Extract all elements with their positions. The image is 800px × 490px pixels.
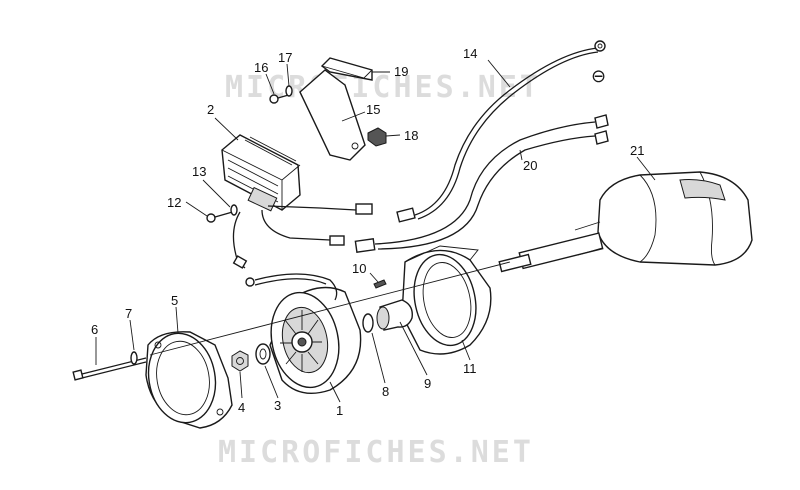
bracket-part [299, 69, 366, 161]
voltage-regulator-part [221, 134, 301, 212]
crankshaft-part [498, 171, 753, 273]
label-part-6: 6 [91, 322, 98, 337]
rubber-block-part [320, 57, 373, 81]
ring-part [362, 313, 374, 333]
label-part-21: 21 [630, 143, 644, 158]
ground-symbol: ⊖ [591, 66, 606, 87]
label-part-12: 12 [167, 195, 181, 210]
label-part-8: 8 [382, 384, 389, 399]
wiring-cable-part [354, 114, 609, 253]
label-part-5: 5 [171, 293, 178, 308]
label-part-20: 20 [523, 158, 537, 173]
label-part-14: 14 [463, 46, 477, 61]
label-part-2: 2 [207, 102, 214, 117]
rotor-part [269, 286, 362, 394]
regulator-washer-part [230, 204, 238, 216]
nut-part [231, 350, 249, 372]
long-screw-part [72, 357, 147, 381]
screw-washer-part [130, 351, 138, 365]
washer-part [255, 343, 271, 365]
ground-cable-part [396, 40, 606, 223]
clip-part [367, 127, 387, 147]
label-part-7: 7 [125, 306, 132, 321]
key-part [373, 279, 387, 289]
label-part-16: 16 [254, 60, 268, 75]
label-part-9: 9 [424, 376, 431, 391]
label-part-4: 4 [238, 400, 245, 415]
regulator-wires [232, 203, 373, 301]
stator-part [401, 245, 492, 355]
small-washer-part [285, 85, 293, 97]
cover-part [145, 331, 233, 429]
label-part-19: 19 [394, 64, 408, 79]
label-part-11: 11 [463, 361, 477, 376]
spacer-bush-part [376, 299, 413, 331]
label-part-10: 10 [352, 261, 366, 276]
label-part-1: 1 [336, 403, 343, 418]
label-part-17: 17 [278, 50, 292, 65]
label-part-13: 13 [192, 164, 206, 179]
label-part-15: 15 [366, 102, 380, 117]
label-part-3: 3 [274, 398, 281, 413]
leader-lines [95, 59, 656, 403]
watermark-bottom: MICROFICHES.NET [218, 435, 534, 470]
label-part-18: 18 [404, 128, 418, 143]
